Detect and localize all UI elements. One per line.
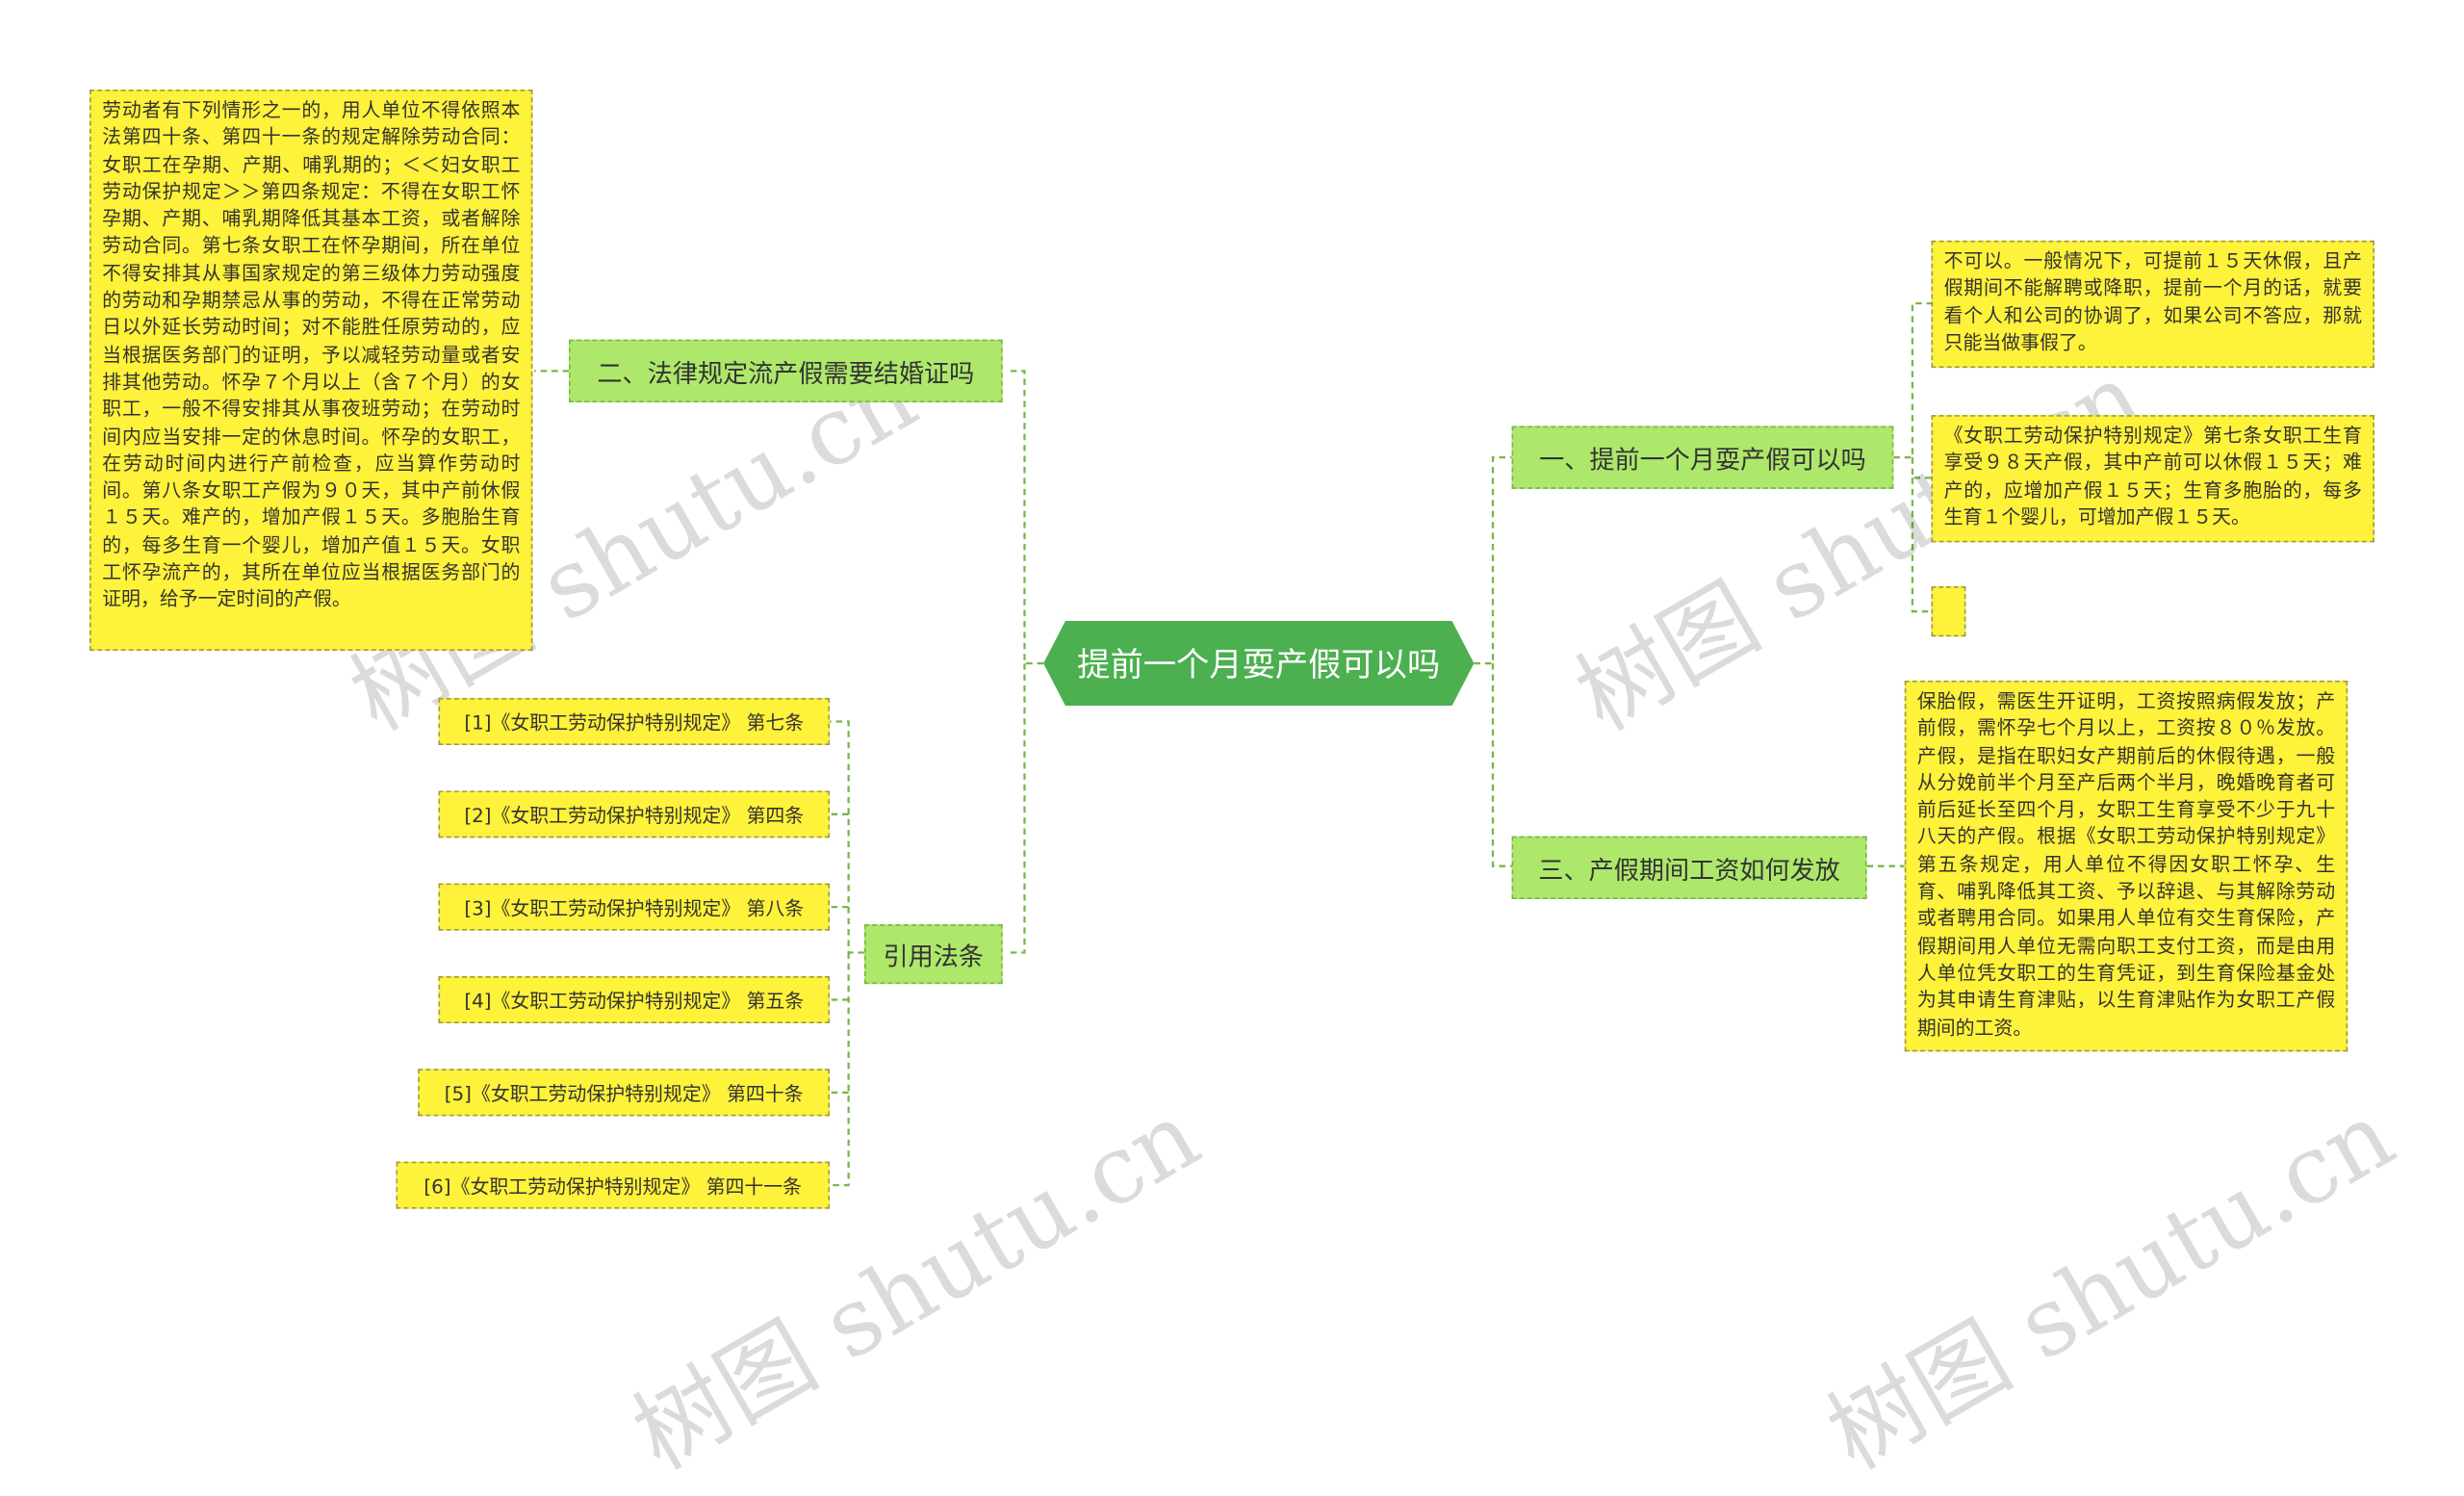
link-early-2 <box>1911 457 1932 479</box>
branch-cite[interactable]: 引用法条 <box>863 924 1003 985</box>
leaf-law-text: 劳动者有下列情形之一的，用人单位不得依照本法第四十条、第四十一条的规定解除劳动合… <box>90 90 533 651</box>
root-hexagon-shape <box>1043 620 1475 707</box>
link-root-early <box>1474 456 1512 665</box>
mindmap-canvas: 树图 shutu.cn 树图 shutu.cn 树图 shutu.cn 树图 s… <box>90 90 2411 1491</box>
citation-item[interactable]: [5]《女职工劳动保护特别规定》 第四十条 <box>418 1069 831 1117</box>
link-root-cite <box>1005 663 1026 954</box>
root-node[interactable]: 提前一个月耍产假可以吗 <box>1043 620 1475 707</box>
leaf-early-2: 《女职工劳动保护特别规定》第七条女职工生育享受９８天产假，其中产前可以休假１５天… <box>1931 415 2374 543</box>
link-cite-6 <box>830 952 850 1187</box>
link-early-1 <box>1893 301 1932 459</box>
link-root-law <box>1005 370 1044 665</box>
root-label: 提前一个月耍产假可以吗 <box>1077 646 1441 684</box>
branch-law[interactable]: 二、法律规定流产假需要结婚证吗 <box>569 339 1003 403</box>
citation-item[interactable]: [3]《女职工劳动保护特别规定》 第八条 <box>438 883 831 931</box>
link-early-3 <box>1911 477 1932 613</box>
link-root-wage <box>1491 663 1512 867</box>
connector-lines <box>534 301 1932 1187</box>
citation-item[interactable]: [6]《女职工劳动保护特别规定》 第四十一条 <box>396 1161 831 1209</box>
branch-early[interactable]: 一、提前一个月耍产假可以吗 <box>1511 426 1894 489</box>
leaf-early-1: 不可以。一般情况下，可提前１５天休假，且产假期间不能解聘或降职，提前一个月的话，… <box>1931 240 2374 369</box>
citation-item[interactable]: [1]《女职工劳动保护特别规定》 第七条 <box>438 697 831 745</box>
leaf-wage-text: 保胎假，需医生开证明，工资按照病假发放；产前假，需怀孕七个月以上，工资按８０％发… <box>1904 681 2348 1052</box>
link-cite-1 <box>830 720 864 954</box>
citation-item[interactable]: [4]《女职工劳动保护特别规定》 第五条 <box>438 975 831 1023</box>
citation-item[interactable]: [2]《女职工劳动保护特别规定》 第四条 <box>438 790 831 838</box>
branch-wage[interactable]: 三、产假期间工资如何发放 <box>1511 836 1867 899</box>
leaf-early-3 <box>1931 586 1966 637</box>
